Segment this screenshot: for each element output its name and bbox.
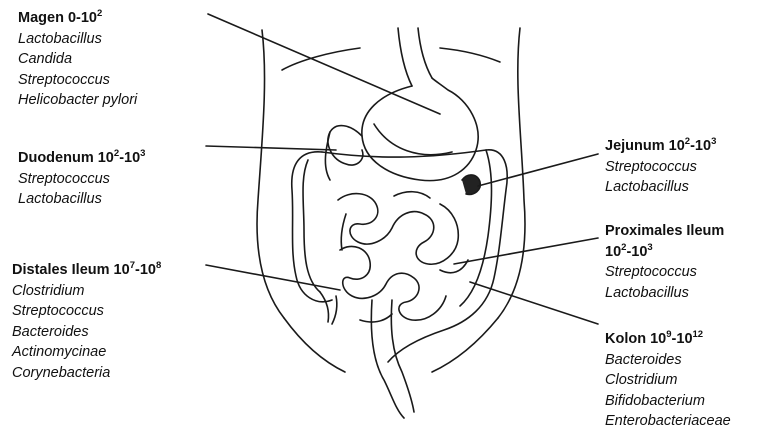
organism: Lactobacillus [605, 177, 716, 198]
organism: Bacteroides [605, 350, 731, 371]
region-heading: Kolon 109-1012 [605, 329, 731, 350]
label-kolon: Kolon 109-1012 Bacteroides Clostridium B… [605, 329, 731, 432]
label-proximales-ileum: Proximales Ileum 102-103 Streptococcus L… [605, 221, 745, 303]
organism: Clostridium [12, 281, 161, 302]
organism: Bifidobacterium [605, 391, 731, 412]
organism: Lactobacillus [18, 189, 145, 210]
organism: Streptococcus [18, 70, 137, 91]
organism: Enterobacteriaceae [605, 411, 731, 432]
organism: Candida [18, 49, 137, 70]
label-magen: Magen 0-102 Lactobacillus Candida Strept… [18, 8, 137, 111]
organism: Lactobacillus [18, 29, 137, 50]
stomach [362, 78, 478, 181]
organism: Streptococcus [605, 157, 716, 178]
label-duodenum: Duodenum 102-103 Streptococcus Lactobaci… [18, 148, 145, 210]
organism: Lactobacillus [605, 283, 745, 304]
region-heading: Distales Ileum 107-108 [12, 260, 161, 281]
region-heading: Proximales Ileum 102-103 [605, 221, 745, 262]
organism: Streptococcus [605, 262, 745, 283]
small-intestine [338, 194, 458, 265]
organism: Streptococcus [12, 301, 161, 322]
leader-magen [208, 14, 440, 114]
region-heading: Magen 0-102 [18, 8, 137, 29]
label-distales-ileum: Distales Ileum 107-108 Clostridium Strep… [12, 260, 161, 383]
organism: Bacteroides [12, 322, 161, 343]
organism: Clostridium [605, 370, 731, 391]
leader-proximales [454, 238, 598, 264]
leader-distales [206, 265, 340, 290]
esophagus [398, 28, 412, 86]
leader-duodenum [206, 146, 336, 150]
leader-jejunum [478, 154, 598, 186]
duodenum [328, 126, 363, 165]
organism: Streptococcus [18, 169, 145, 190]
region-heading: Jejunum 102-103 [605, 136, 716, 157]
colon [292, 152, 332, 302]
organism: Actinomycinae [12, 342, 161, 363]
organism: Corynebacteria [12, 363, 161, 384]
leader-kolon [470, 282, 598, 324]
region-heading: Duodenum 102-103 [18, 148, 145, 169]
label-jejunum: Jejunum 102-103 Streptococcus Lactobacil… [605, 136, 716, 198]
organism: Helicobacter pylori [18, 90, 137, 111]
